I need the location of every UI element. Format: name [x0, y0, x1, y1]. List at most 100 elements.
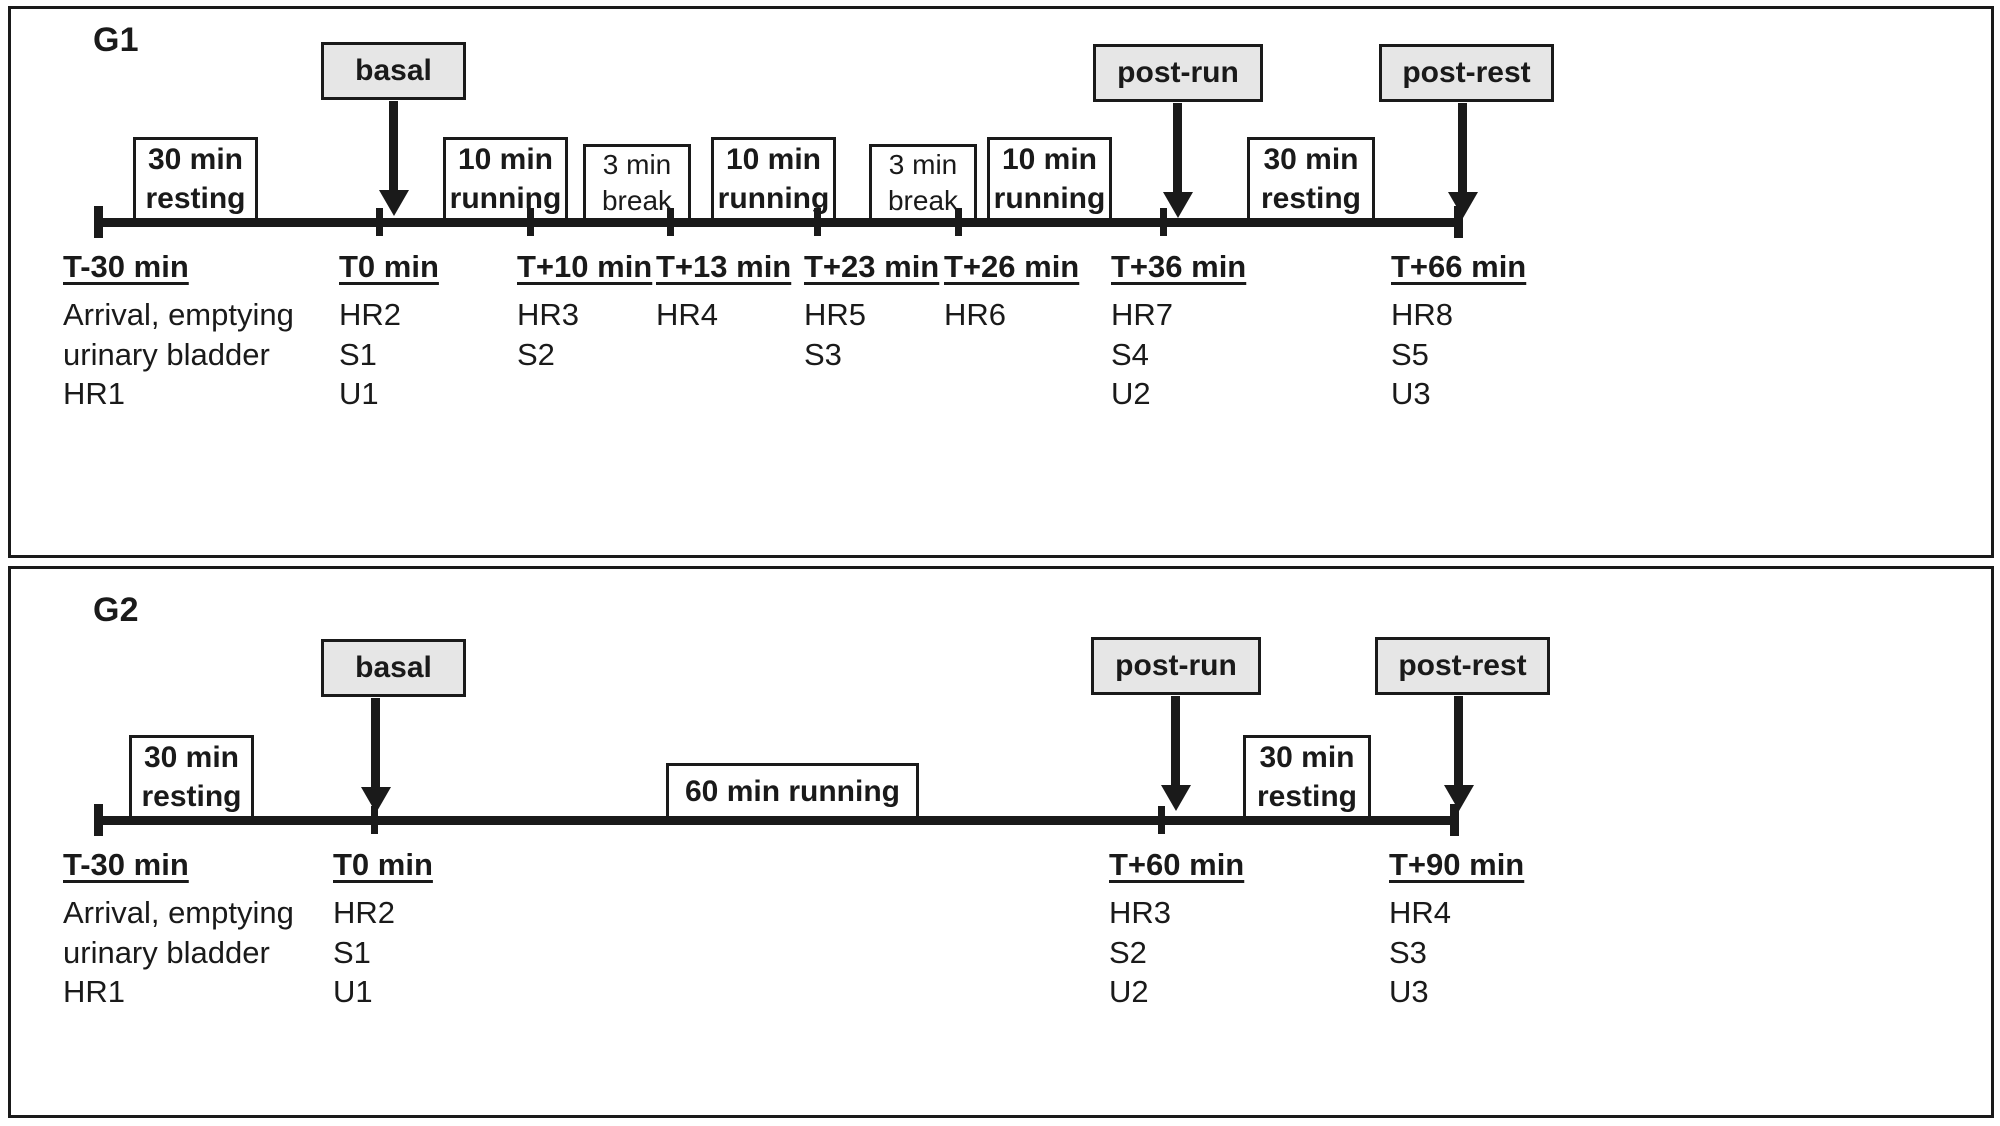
timepoint-line: Arrival, emptying [63, 895, 294, 930]
timepoint-t-plus-13-g1: T+13 min HR4 [656, 249, 791, 335]
timepoint-line: U1 [333, 974, 373, 1010]
timepoint-line: HR4 [1389, 895, 1452, 930]
sample-box-basal-g2: basal [321, 639, 466, 697]
timepoint-title: T+90 min [1389, 847, 1525, 882]
timepoint-line: HR2 [339, 297, 402, 332]
timepoint-title: T+66 min [1391, 249, 1527, 284]
arrow-shaft-post-rest-g1 [1458, 103, 1467, 198]
duration-box-resting-30-pre-g2: 30 min resting [129, 735, 254, 820]
duration-line-1: 30 min [143, 741, 240, 775]
axis-end-cap-g2 [1450, 804, 1459, 836]
timepoint-title: T+36 min [1111, 249, 1247, 284]
duration-line-2: running [993, 181, 1106, 215]
timepoint-t-plus-23-g1: T+23 min HR5 S3 [804, 249, 939, 374]
timepoint-line: HR1 [63, 376, 126, 412]
duration-line-1: 30 min [1259, 741, 1355, 775]
arrow-head-post-rest-g1 [1448, 192, 1478, 218]
duration-box-running-60-g2: 60 min running [666, 763, 919, 821]
timepoint-t-plus-66-g1: T+66 min HR8 S5 U3 [1391, 249, 1526, 414]
sample-box-post-run-g2: post-run [1091, 637, 1261, 695]
timepoint-title: T+13 min [656, 249, 792, 284]
timepoint-line: S1 [339, 336, 377, 372]
timepoint-t0-g2: T0 min HR2 S1 U1 [333, 847, 433, 1012]
axis-start-cap-g2 [94, 804, 103, 836]
group-label-g1: G1 [93, 21, 139, 59]
arrow-head-post-run-g2 [1161, 785, 1191, 811]
timepoint-line: HR6 [944, 297, 1007, 332]
timepoint-title: T+10 min [517, 249, 653, 284]
duration-line-1: 30 min [147, 143, 244, 177]
timepoint-t-plus-10-g1: T+10 min HR3 S2 [517, 249, 652, 374]
timepoint-line: S2 [517, 336, 555, 372]
timepoint-title: T+23 min [804, 249, 940, 284]
timepoint-line: HR3 [1109, 895, 1172, 930]
timepoint-line: S3 [1389, 934, 1427, 970]
timepoint-title: T-30 min [63, 847, 189, 882]
arrow-head-post-rest-g2 [1444, 785, 1474, 811]
timepoint-line: S1 [333, 934, 371, 970]
timepoint-line: HR1 [63, 974, 126, 1010]
timepoint-t-minus-30-g1: T-30 min Arrival, emptying urinary bladd… [63, 249, 294, 414]
panel-group-g1: G1 basal post-run post-rest 30 min resti… [8, 6, 1994, 558]
timepoint-title: T-30 min [63, 249, 189, 284]
timepoint-t-plus-26-g1: T+26 min HR6 [944, 249, 1079, 335]
duration-line-1: 60 min running [684, 774, 900, 808]
duration-line-1: 10 min [725, 143, 822, 177]
timepoint-line: S5 [1391, 336, 1429, 372]
duration-box-running-10-c-g1: 10 min running [987, 137, 1112, 222]
timepoint-line: HR3 [517, 297, 580, 332]
duration-line-1: 30 min [1263, 143, 1359, 177]
group-label-g2: G2 [93, 591, 139, 629]
tick-t-plus-36-g1 [1160, 208, 1167, 236]
duration-line-2: running [717, 181, 830, 215]
duration-box-resting-30-post-g1: 30 min resting [1247, 137, 1375, 222]
tick-t-plus-26-g1 [955, 208, 962, 236]
timepoint-t0-g1: T0 min HR2 S1 U1 [339, 249, 439, 414]
arrow-shaft-basal-g1 [389, 101, 398, 196]
arrow-shaft-basal-g2 [371, 698, 380, 793]
panel-group-g2: G2 basal post-run post-rest 30 min resti… [8, 566, 1994, 1118]
duration-line-2: resting [141, 779, 242, 813]
axis-start-cap-g1 [94, 206, 103, 238]
arrow-shaft-post-rest-g2 [1454, 696, 1463, 791]
timepoint-line: HR5 [804, 297, 867, 332]
tick-t-plus-13-g1 [667, 208, 674, 236]
timepoint-line: HR7 [1111, 297, 1174, 332]
timepoint-line: urinary bladder [63, 934, 270, 970]
duration-line-1: 3 min [888, 149, 958, 181]
duration-line-2: break [887, 185, 959, 216]
timepoint-t-plus-90-g2: T+90 min HR4 S3 U3 [1389, 847, 1524, 1012]
timepoint-line: U3 [1391, 376, 1431, 412]
timepoint-line: urinary bladder [63, 336, 270, 372]
timepoint-line: U3 [1389, 974, 1429, 1010]
duration-line-2: resting [1256, 779, 1358, 813]
axis-end-cap-g1 [1454, 206, 1463, 238]
timepoint-title: T+60 min [1109, 847, 1245, 882]
timeline-axis-g2 [94, 816, 1459, 825]
duration-line-1: 10 min [457, 143, 554, 177]
duration-line-1: 10 min [1001, 143, 1098, 177]
duration-line-2: running [449, 181, 562, 215]
duration-box-resting-30-post-g2: 30 min resting [1243, 735, 1371, 820]
timepoint-t-plus-60-g2: T+60 min HR3 S2 U2 [1109, 847, 1244, 1012]
sample-box-basal-g1: basal [321, 42, 466, 100]
arrow-shaft-post-run-g1 [1173, 103, 1182, 198]
timepoint-t-plus-36-g1: T+36 min HR7 S4 U2 [1111, 249, 1246, 414]
timepoint-line: HR4 [656, 297, 719, 332]
tick-t-plus-60-g2 [1158, 806, 1165, 834]
timepoint-line: U2 [1111, 376, 1151, 412]
timepoint-title: T+26 min [944, 249, 1080, 284]
arrow-head-basal-g1 [379, 190, 409, 216]
timepoint-line: HR8 [1391, 297, 1454, 332]
timepoint-line: HR2 [333, 895, 396, 930]
duration-line-2: resting [1260, 181, 1362, 215]
timepoint-title: T0 min [333, 847, 433, 882]
timepoint-t-minus-30-g2: T-30 min Arrival, emptying urinary bladd… [63, 847, 294, 1012]
duration-box-resting-30-pre-g1: 30 min resting [133, 137, 258, 222]
duration-box-break-3-a-g1: 3 min break [583, 144, 691, 222]
sample-box-post-rest-g1: post-rest [1379, 44, 1554, 102]
timepoint-line: S2 [1109, 934, 1147, 970]
duration-line-1: 3 min [602, 149, 672, 181]
tick-t-plus-10-g1 [527, 208, 534, 236]
